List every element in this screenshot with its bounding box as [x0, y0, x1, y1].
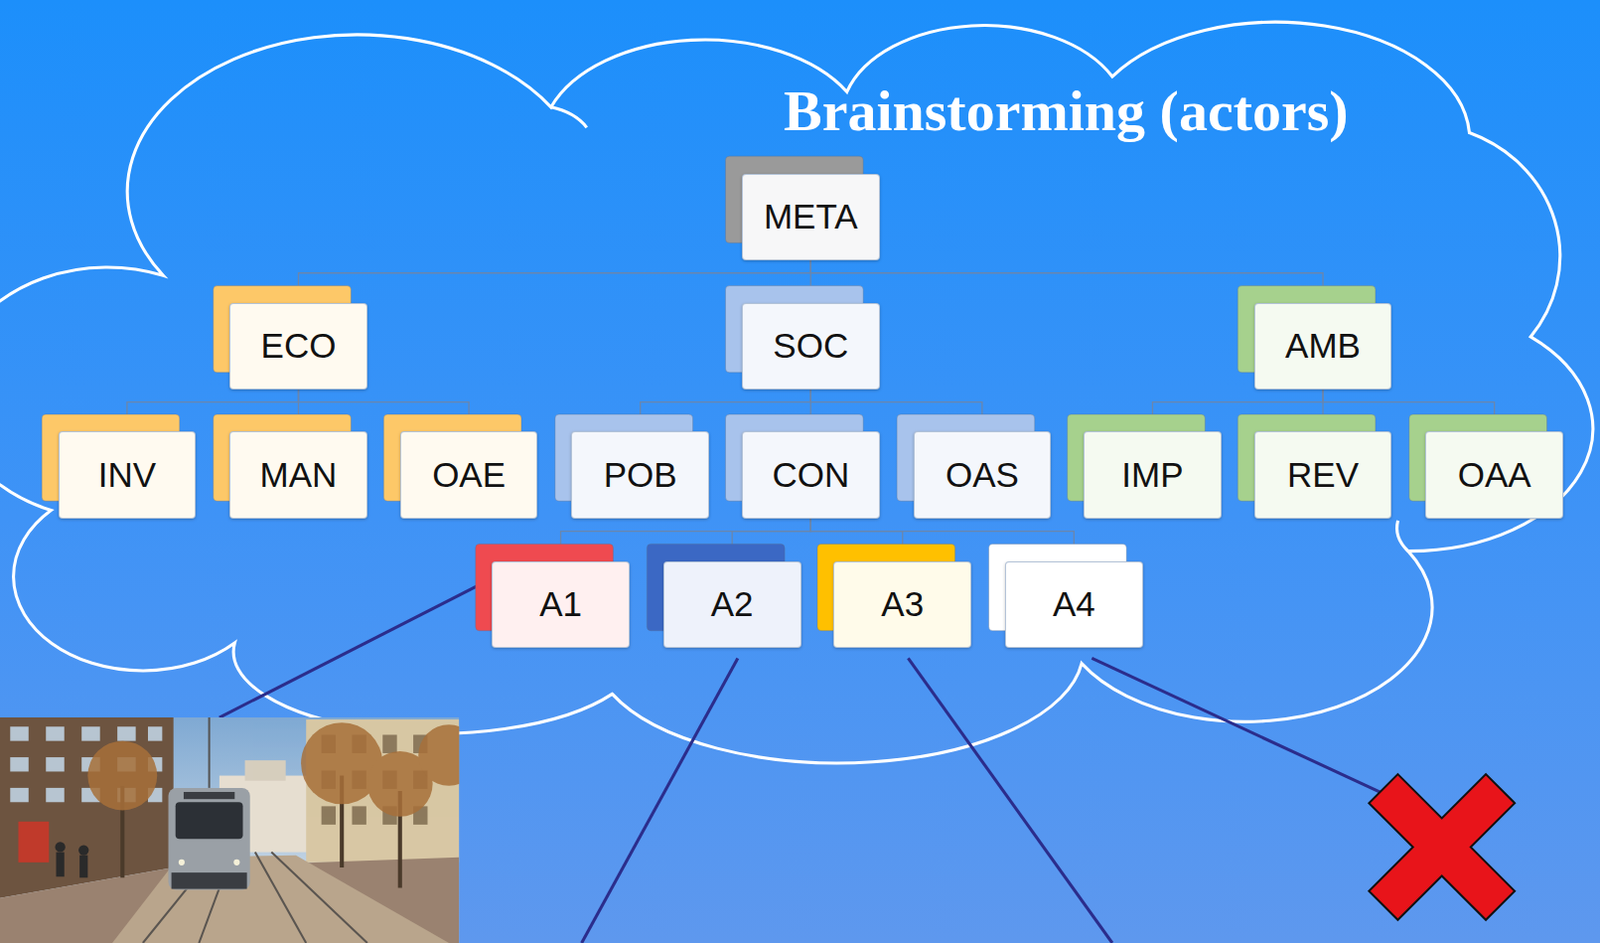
tree-box: ECO — [229, 302, 368, 390]
tree-box: META — [741, 173, 880, 261]
red-cross — [1370, 775, 1514, 919]
slide-title: Brainstorming (actors) — [783, 79, 1349, 144]
tree-box: A1 — [491, 561, 630, 648]
cloud-inner-lobe — [551, 107, 587, 129]
box-label: REV — [1287, 455, 1359, 495]
box-label: CON — [771, 455, 850, 495]
box-label: OAA — [1457, 455, 1532, 495]
box-label: INV — [98, 455, 156, 495]
box-label: ECO — [261, 326, 337, 366]
box-label: A4 — [1052, 584, 1096, 624]
leader-line — [581, 657, 738, 943]
leader-line — [219, 581, 484, 718]
tree-box: OAE — [400, 431, 539, 518]
box-label: A3 — [880, 584, 924, 624]
box-label: META — [763, 197, 859, 237]
tree-box: A3 — [833, 561, 972, 648]
leader-line — [1091, 657, 1393, 798]
box-label: A2 — [711, 584, 754, 624]
box-label: OAE — [432, 455, 506, 495]
box-label: OAS — [945, 455, 1019, 495]
tree-box: MAN — [229, 431, 368, 518]
tree-box: SOC — [741, 302, 880, 390]
box-label: SOC — [772, 326, 849, 366]
box-label: A1 — [539, 584, 582, 624]
tree-box: IMP — [1083, 431, 1222, 518]
box-label: AMB — [1285, 326, 1361, 366]
tree-box: POB — [571, 431, 710, 518]
tree-box: A2 — [663, 561, 802, 648]
cloud-outline — [0, 21, 1594, 763]
tree-box: INV — [58, 431, 197, 518]
leader-line — [907, 657, 1112, 943]
tree-box: REV — [1254, 431, 1393, 518]
tram-photo — [0, 717, 459, 943]
tree-box: CON — [741, 431, 880, 518]
box-label: IMP — [1121, 455, 1183, 495]
tree-box: OAS — [913, 431, 1052, 518]
cloud-inner-lobe — [1397, 520, 1409, 552]
box-label: POB — [603, 455, 678, 495]
tree-box: A4 — [1005, 561, 1144, 648]
tree-box: AMB — [1254, 302, 1393, 390]
box-label: MAN — [260, 455, 338, 495]
tree-box: OAA — [1425, 431, 1564, 518]
